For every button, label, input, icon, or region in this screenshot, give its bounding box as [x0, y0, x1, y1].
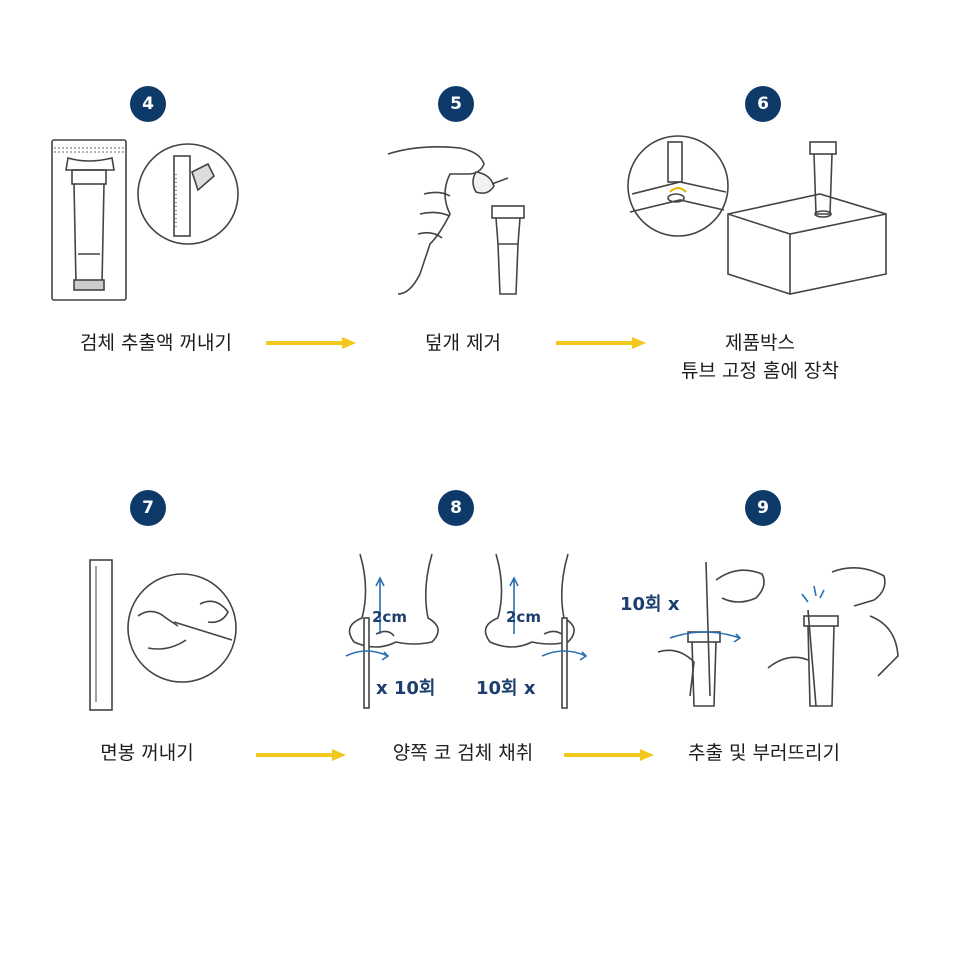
- step-6-illustration: [620, 134, 890, 304]
- distance-label-right: 2cm: [506, 608, 541, 626]
- step-6-caption-line1: 제품박스: [725, 332, 795, 354]
- step-4-caption: 검체 추출액 꺼내기: [80, 332, 232, 354]
- right-arrow-icon: [564, 747, 656, 761]
- count-label-left: x 10회: [376, 678, 436, 699]
- step-9-badge: 9: [745, 490, 781, 526]
- step-9-caption: 추출 및 부러뜨리기: [688, 742, 840, 764]
- step-7-illustration: [82, 556, 252, 716]
- step-5-illustration: [380, 134, 550, 304]
- step-4-illustration: [48, 134, 248, 304]
- step-5-badge: 5: [438, 86, 474, 122]
- step-7-caption: 면봉 꺼내기: [100, 742, 194, 764]
- step-7-badge: 7: [130, 490, 166, 526]
- step-8-badge: 8: [438, 490, 474, 526]
- step-5-caption: 덮개 제거: [425, 332, 501, 354]
- step-9-count-label: 10회 x: [620, 594, 680, 615]
- right-arrow-icon: [556, 335, 648, 349]
- step-8-caption: 양쪽 코 검체 채취: [392, 742, 534, 764]
- count-label-right: 10회 x: [476, 678, 536, 699]
- right-arrow-icon: [266, 335, 358, 349]
- distance-label-left: 2cm: [372, 608, 407, 626]
- step-8-illustration: 2cm 2cm x 10회 10회 x: [336, 548, 598, 718]
- step-9-illustration: 10회 x: [618, 556, 918, 716]
- step-6-caption-line2: 튜브 고정 홈에 장착: [681, 360, 839, 382]
- step-6-badge: 6: [745, 86, 781, 122]
- right-arrow-icon: [256, 747, 348, 761]
- step-4-badge: 4: [130, 86, 166, 122]
